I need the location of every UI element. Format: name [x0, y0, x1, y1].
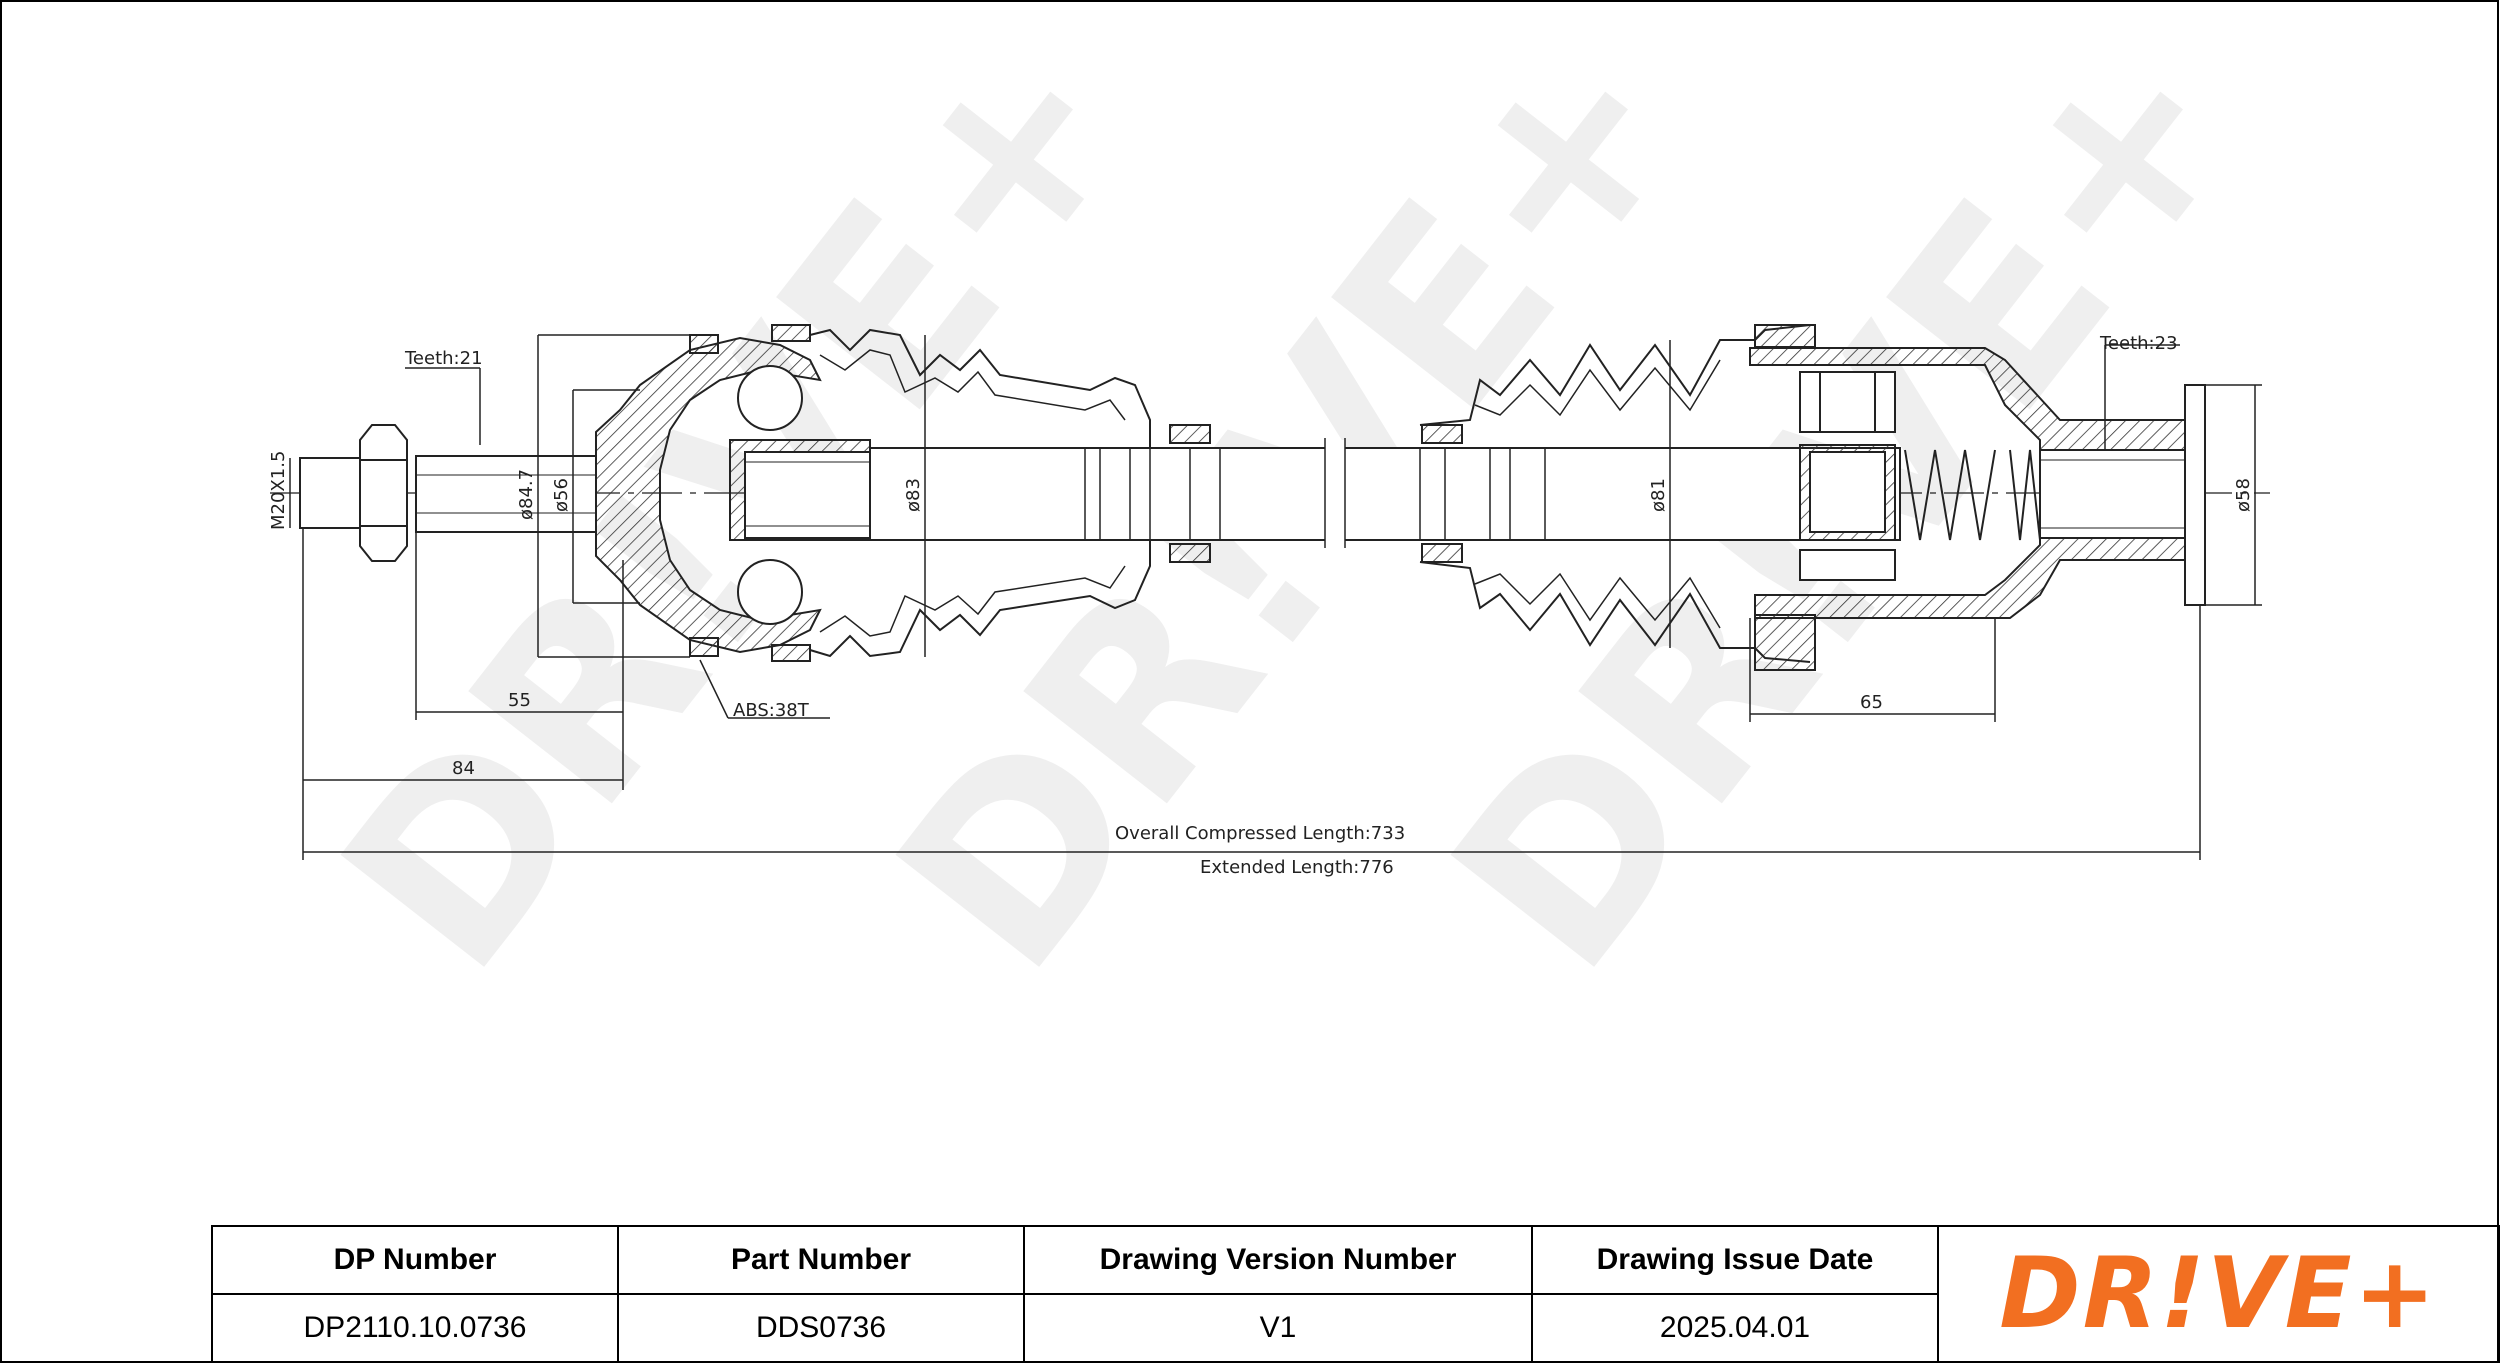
- value-version: V1: [1023, 1293, 1533, 1363]
- value-part-number: DDS0736: [617, 1293, 1025, 1363]
- output-flange: [2184, 384, 2206, 606]
- header-part-number: Part Number: [617, 1225, 1025, 1295]
- abs-label: ABS:38T: [733, 700, 810, 721]
- dia-58-label: ø58: [2233, 478, 2254, 512]
- shaft-geometry: [299, 324, 2206, 671]
- boot-clamp-shaft-left-top: [1169, 424, 1211, 444]
- length-65-label: 65: [1860, 692, 1883, 713]
- boot-clamp-shaft-right-bottom: [1421, 543, 1463, 563]
- main-shaft: [869, 447, 1901, 541]
- boot-clamp-left-top: [771, 324, 811, 342]
- header-issue-date: Drawing Issue Date: [1531, 1225, 1939, 1295]
- housing-clamp-bottom: [1754, 614, 1816, 671]
- cv-ball-bottom: [737, 559, 803, 625]
- right-teeth-label: Teeth:23: [2099, 333, 2178, 354]
- tripod-roller-top: [1799, 371, 1896, 433]
- boot-clamp-shaft-left-bottom: [1169, 543, 1211, 563]
- spline-section: [415, 455, 597, 533]
- inner-boot: [1419, 324, 1811, 663]
- tripod-roller-bottom: [1799, 549, 1896, 581]
- abs-ring-top: [689, 334, 719, 354]
- header-dp-number: DP Number: [211, 1225, 619, 1295]
- boot-clamp-left-bottom: [771, 644, 811, 662]
- thread-label: M20X1.5: [268, 451, 289, 530]
- compressed-length-label: Overall Compressed Length:733: [1115, 823, 1405, 844]
- title-block: DP Number Part Number Drawing Version Nu…: [211, 1225, 2500, 1363]
- plunge-spring: [1904, 449, 2041, 541]
- logo-cell: DR!VE+: [1937, 1225, 2500, 1363]
- inner-tripod-housing: [1749, 347, 2196, 619]
- extended-length-label: Extended Length:776: [1200, 857, 1394, 878]
- boot-clamp-shaft-right-top: [1421, 424, 1463, 444]
- abs-ring-bottom: [689, 637, 719, 657]
- dia-83-label: ø83: [903, 478, 924, 512]
- cv-ball-top: [737, 365, 803, 431]
- value-issue-date: 2025.04.01: [1531, 1293, 1939, 1363]
- housing-clamp-top: [1754, 324, 1816, 348]
- dia-56-label: ø56: [551, 478, 572, 512]
- dia-81-label: ø81: [1648, 478, 1669, 512]
- brand-logo: DR!VE+: [1999, 1237, 2438, 1351]
- value-dp-number: DP2110.10.0736: [211, 1293, 619, 1363]
- left-teeth-label: Teeth:21: [404, 348, 483, 369]
- header-version: Drawing Version Number: [1023, 1225, 1533, 1295]
- dia-84-7-label: ø84.7: [516, 469, 537, 520]
- housing-bore: [2039, 449, 2196, 539]
- inner-race-bore: [744, 451, 871, 539]
- hex-nut: [359, 424, 408, 562]
- length-84-label: 84: [452, 758, 475, 779]
- length-55-label: 55: [508, 690, 531, 711]
- dimension-lines: [289, 334, 2262, 860]
- thread-stub: [299, 457, 361, 529]
